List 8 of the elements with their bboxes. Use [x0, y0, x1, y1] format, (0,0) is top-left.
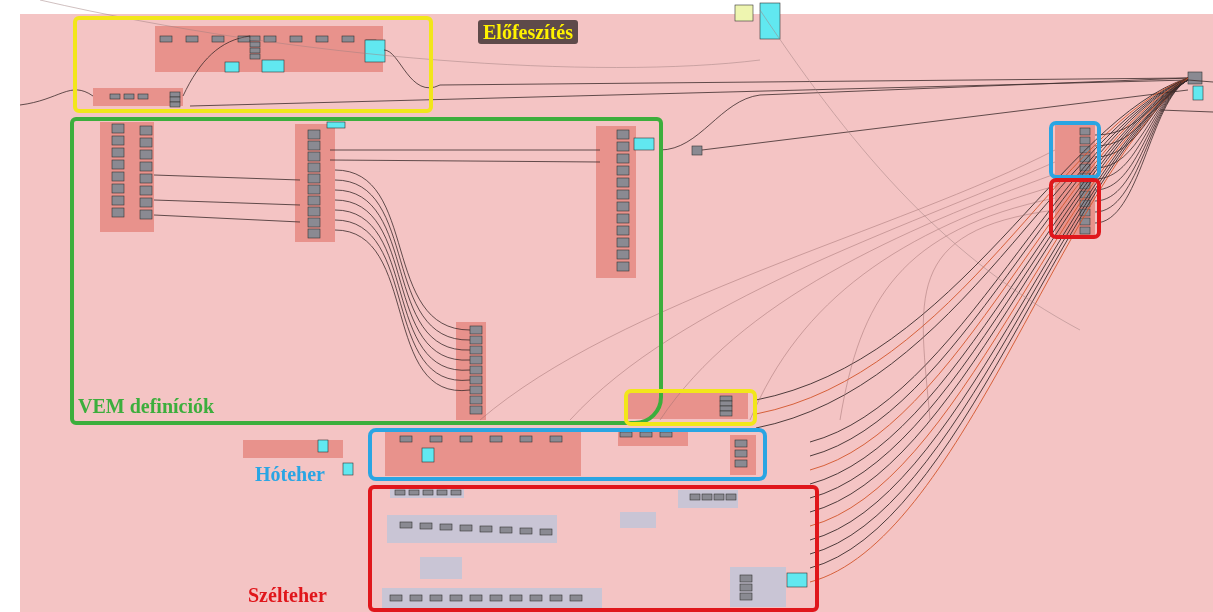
group-title: VEM definíciók	[78, 396, 215, 416]
group-frame	[70, 117, 663, 425]
highlight-frame	[624, 389, 757, 426]
group-title: Hóteher	[255, 464, 325, 484]
highlight-frame	[1049, 178, 1101, 239]
group-title: Előfeszítés	[478, 20, 578, 44]
group-title: Szélteher	[248, 585, 327, 605]
highlight-frame	[1049, 121, 1101, 179]
